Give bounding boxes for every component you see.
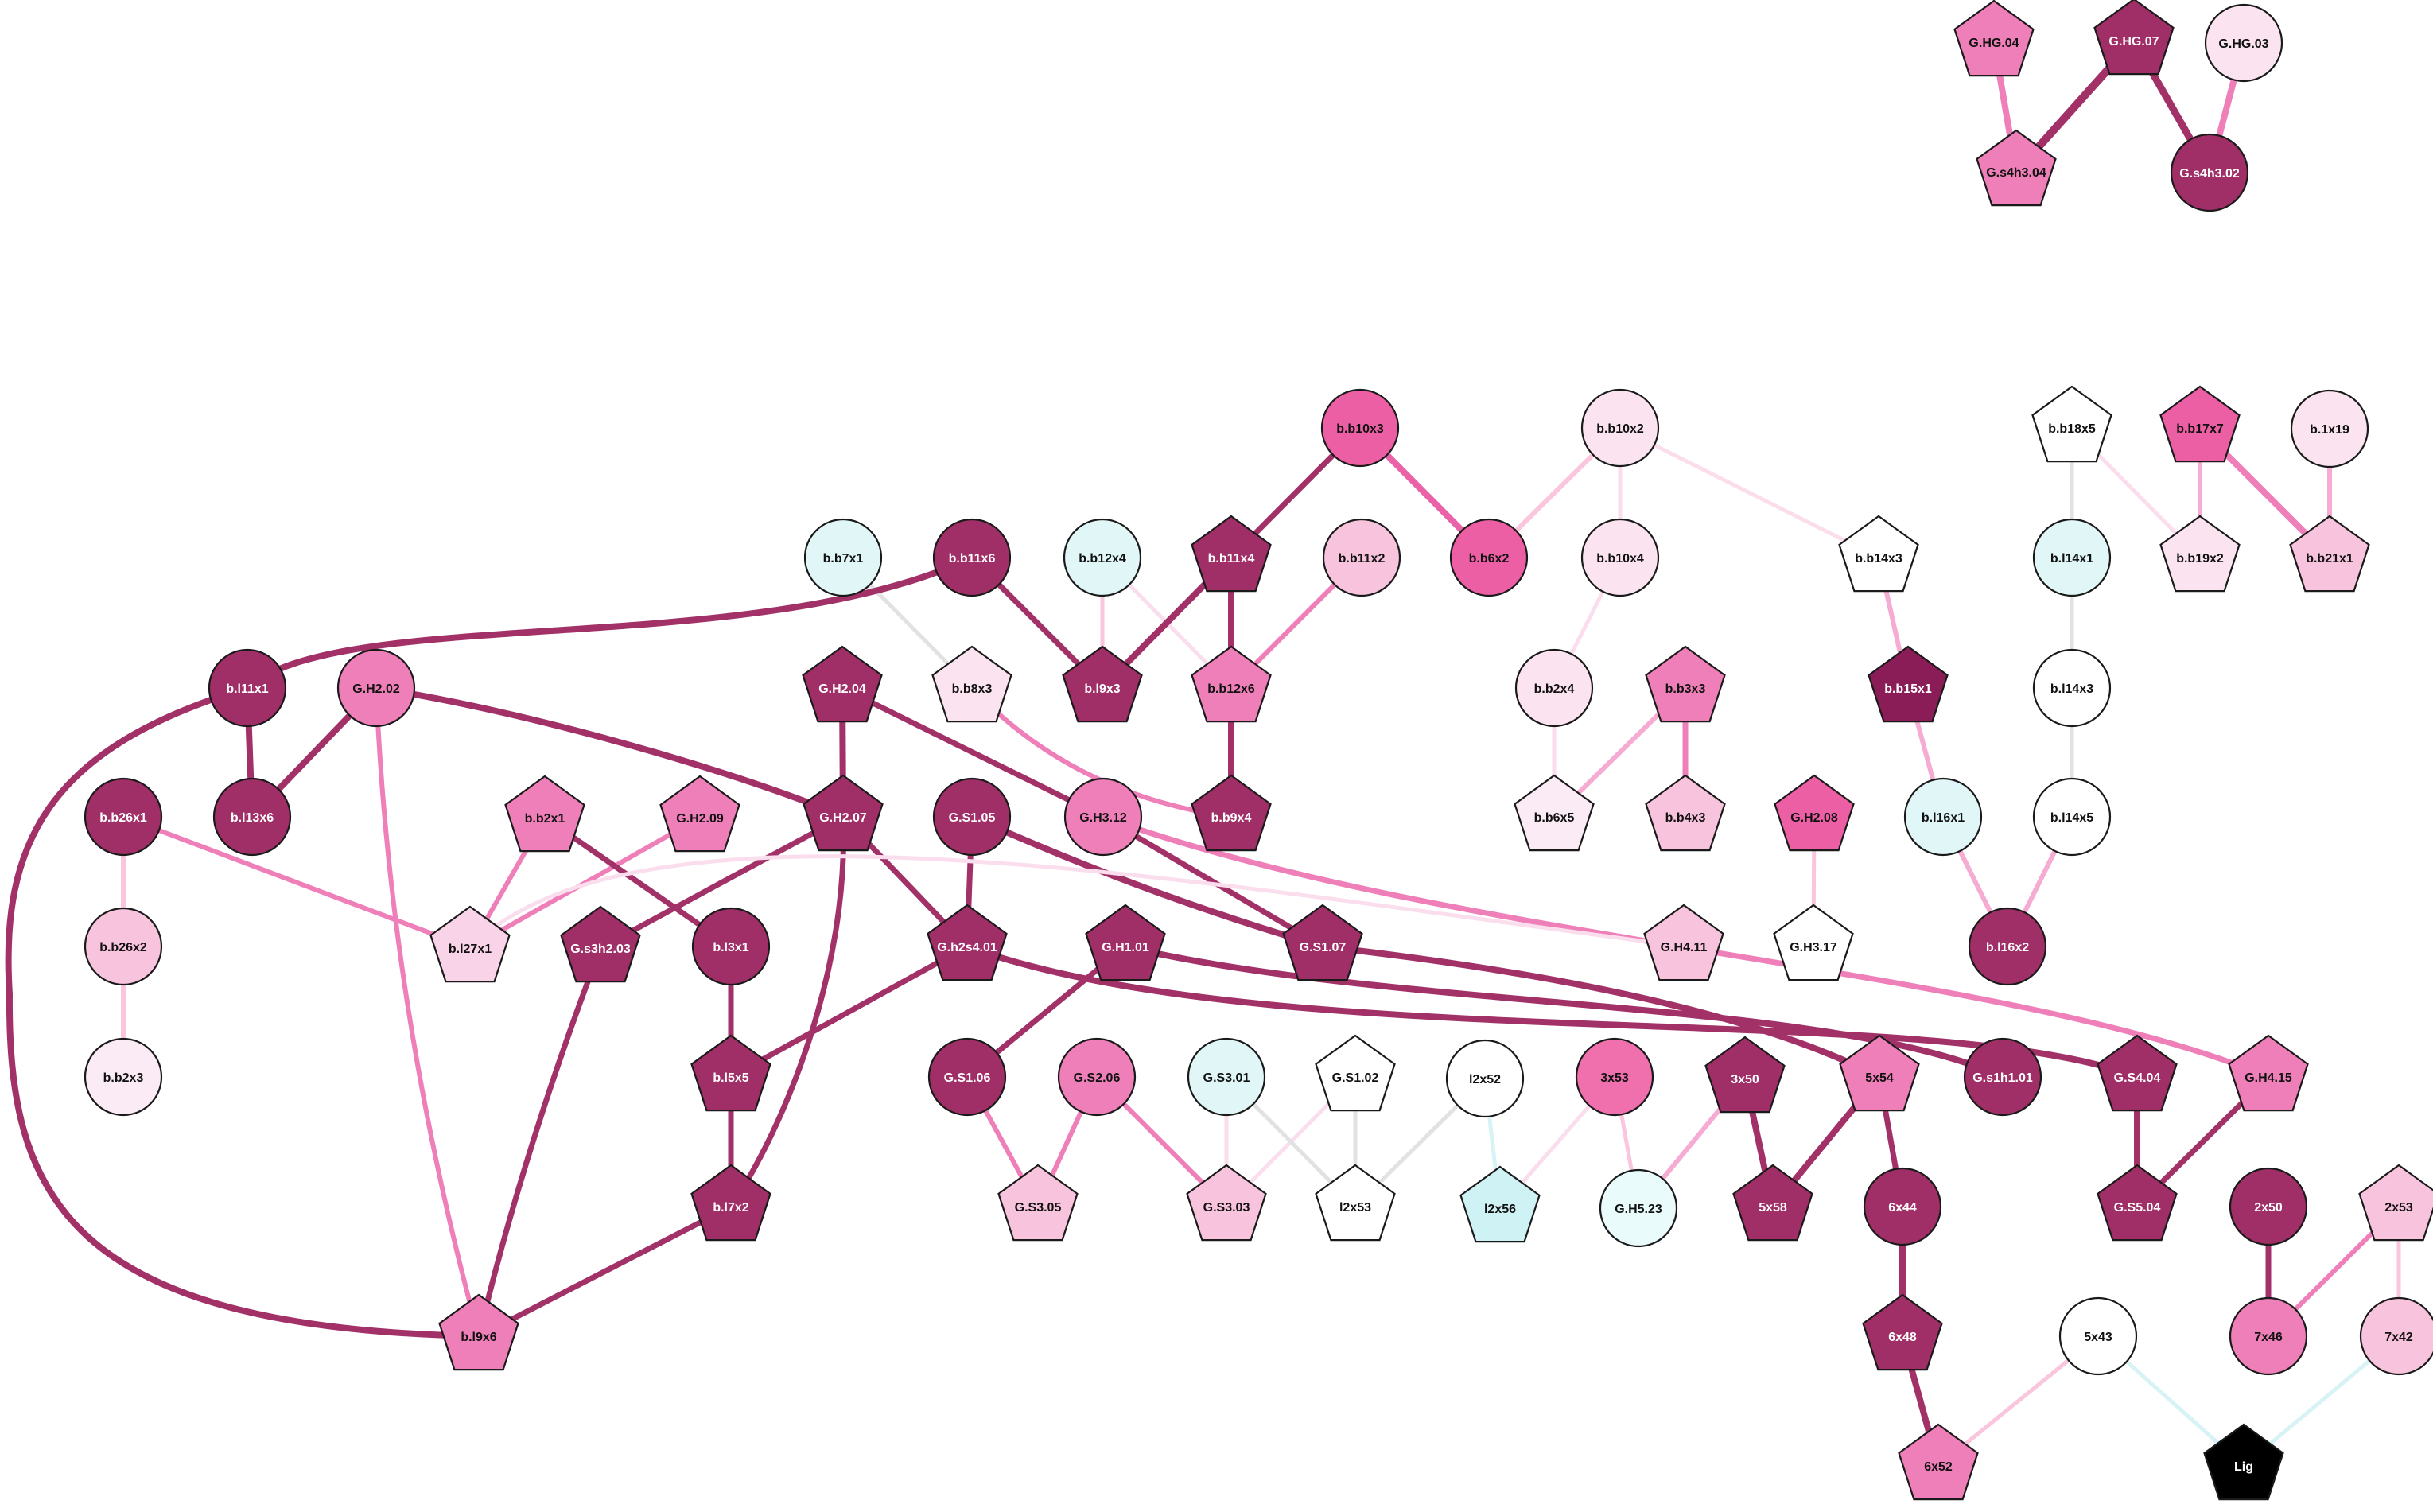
svg-text:b.b17x7: b.b17x7 [2176,422,2224,436]
svg-text:b.b8x3: b.b8x3 [952,682,993,696]
svg-text:3x50: 3x50 [1731,1073,1759,1086]
svg-text:b.b10x2: b.b10x2 [1596,422,1644,436]
svg-text:G.H2.02: G.H2.02 [352,682,400,696]
svg-text:b.b11x6: b.b11x6 [949,552,996,566]
svg-text:b.1x19: b.1x19 [2310,423,2349,437]
svg-text:G.HG.03: G.HG.03 [2218,37,2268,51]
svg-text:b.b7x1: b.b7x1 [823,552,864,566]
svg-text:b.b12x4: b.b12x4 [1079,552,1126,566]
svg-text:b.l13x6: b.l13x6 [231,811,274,825]
svg-text:b.b11x2: b.b11x2 [1339,552,1386,566]
svg-text:G.S3.03: G.S3.03 [1203,1201,1250,1215]
svg-text:G.H4.15: G.H4.15 [2245,1071,2292,1085]
svg-text:b.b14x3: b.b14x3 [1855,552,1902,566]
svg-text:2x50: 2x50 [2254,1201,2283,1215]
svg-text:b.l14x5: b.l14x5 [2050,811,2093,825]
svg-text:b.l16x1: b.l16x1 [1922,811,1965,825]
svg-text:b.l9x3: b.l9x3 [1084,682,1120,696]
svg-text:b.b9x4: b.b9x4 [1211,811,1252,825]
svg-text:G.H2.04: G.H2.04 [818,682,866,696]
svg-text:6x44: 6x44 [1888,1201,1917,1215]
svg-text:G.S1.05: G.S1.05 [949,811,996,825]
svg-text:b.b2x1: b.b2x1 [525,812,565,826]
svg-text:G.S3.01: G.S3.01 [1203,1071,1250,1085]
svg-text:l2x53: l2x53 [1339,1201,1371,1215]
svg-text:b.b6x5: b.b6x5 [1534,811,1575,825]
svg-text:b.b26x2: b.b26x2 [99,941,147,954]
svg-text:b.b18x5: b.b18x5 [2048,422,2096,436]
svg-text:G.s4h3.02: G.s4h3.02 [2179,167,2240,181]
svg-text:b.b10x3: b.b10x3 [1336,422,1384,436]
svg-text:b.l5x5: b.l5x5 [713,1071,748,1085]
svg-text:G.S1.07: G.S1.07 [1300,941,1347,954]
svg-text:G.H3.12: G.H3.12 [1079,811,1127,825]
svg-text:Lig: Lig [2234,1460,2253,1474]
svg-text:2x53: 2x53 [2384,1201,2413,1215]
svg-text:G.H2.07: G.H2.07 [819,811,867,825]
svg-text:b.l14x1: b.l14x1 [2050,552,2093,566]
svg-text:b.b12x6: b.b12x6 [1207,682,1255,696]
svg-text:G.H1.01: G.H1.01 [1102,941,1149,954]
svg-text:b.b2x4: b.b2x4 [1534,682,1575,696]
svg-text:G.h2s4.01: G.h2s4.01 [937,941,997,954]
svg-text:G.H2.08: G.H2.08 [1790,811,1838,825]
svg-text:G.S1.02: G.S1.02 [1332,1071,1379,1085]
svg-text:G.s3h2.03: G.s3h2.03 [570,943,631,956]
svg-text:b.l9x6: b.l9x6 [461,1331,496,1344]
svg-text:G.S1.06: G.S1.06 [944,1071,991,1085]
svg-text:G.HG.04: G.HG.04 [1969,37,2019,50]
svg-text:7x42: 7x42 [2384,1331,2413,1344]
svg-text:G.H5.23: G.H5.23 [1615,1203,1662,1216]
svg-text:5x58: 5x58 [1759,1201,1787,1215]
svg-text:l2x56: l2x56 [1484,1203,1516,1216]
svg-text:G.s4h3.04: G.s4h3.04 [1986,166,2046,180]
svg-text:b.l3x1: b.l3x1 [713,941,748,954]
svg-text:6x52: 6x52 [1924,1460,1953,1474]
svg-text:7x46: 7x46 [2254,1331,2283,1344]
svg-text:G.S3.05: G.S3.05 [1015,1201,1062,1215]
svg-text:b.b4x3: b.b4x3 [1665,811,1706,825]
svg-text:b.b11x4: b.b11x4 [1208,552,1255,566]
svg-text:b.b2x3: b.b2x3 [103,1071,144,1085]
svg-text:b.l27x1: b.l27x1 [449,943,492,956]
svg-text:6x48: 6x48 [1888,1331,1917,1344]
svg-text:b.b26x1: b.b26x1 [99,811,147,825]
svg-text:5x43: 5x43 [2084,1331,2112,1344]
svg-text:b.l14x3: b.l14x3 [2050,682,2093,696]
svg-text:l2x52: l2x52 [1469,1073,1501,1086]
svg-text:b.l11x1: b.l11x1 [226,682,268,696]
svg-text:b.b6x2: b.b6x2 [1469,552,1510,566]
svg-text:G.S5.04: G.S5.04 [2114,1201,2161,1215]
svg-text:5x54: 5x54 [1865,1071,1894,1085]
svg-text:G.s1h1.01: G.s1h1.01 [1972,1071,2033,1085]
svg-text:b.b3x3: b.b3x3 [1665,682,1706,696]
svg-text:b.l16x2: b.l16x2 [1986,941,2029,954]
svg-text:G.HG.07: G.HG.07 [2108,35,2159,49]
svg-text:b.b21x1: b.b21x1 [2306,552,2353,566]
svg-text:3x53: 3x53 [1600,1071,1629,1085]
svg-text:G.S4.04: G.S4.04 [2114,1071,2161,1085]
svg-text:b.b15x1: b.b15x1 [1884,682,1932,696]
svg-text:G.H4.11: G.H4.11 [1661,941,1708,954]
svg-text:b.l7x2: b.l7x2 [713,1201,748,1215]
svg-text:b.b10x4: b.b10x4 [1596,552,1644,566]
svg-text:G.S2.06: G.S2.06 [1074,1071,1121,1085]
svg-text:G.H3.17: G.H3.17 [1790,941,1837,954]
svg-text:b.b19x2: b.b19x2 [2176,552,2224,566]
svg-text:G.H2.09: G.H2.09 [676,812,724,826]
